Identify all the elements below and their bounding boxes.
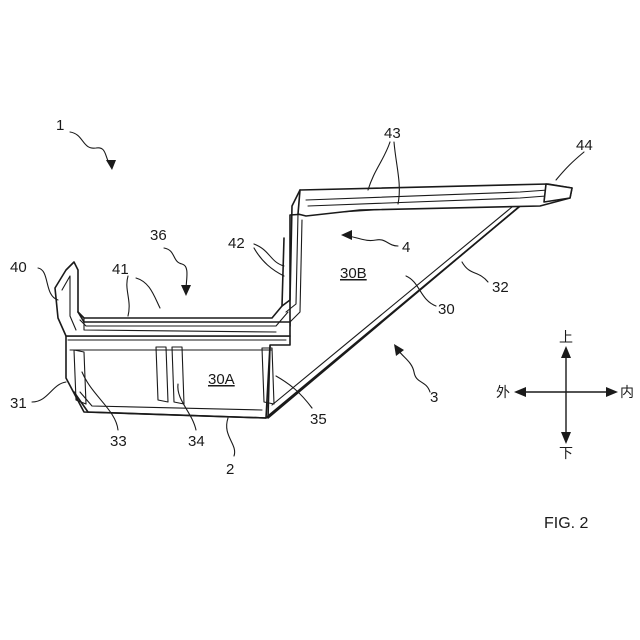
leader-2 xyxy=(227,418,235,456)
leader-36-arrowhead xyxy=(181,285,191,296)
label-30: 30 xyxy=(438,301,455,318)
label-36: 36 xyxy=(150,227,167,244)
direction-indicator: 上 下 外 内 xyxy=(496,330,634,462)
label-4: 4 xyxy=(402,239,410,256)
label-43: 43 xyxy=(384,125,401,142)
leader-1 xyxy=(70,132,112,166)
label-1: 1 xyxy=(56,117,64,134)
leader-36 xyxy=(164,248,187,290)
label-34: 34 xyxy=(188,433,205,450)
label-31: 31 xyxy=(10,395,27,412)
leader-44 xyxy=(556,152,584,180)
leader-41-a xyxy=(127,276,129,316)
arrow-right-icon xyxy=(606,387,618,397)
label-40: 40 xyxy=(10,259,27,276)
label-30b: 30B xyxy=(340,265,367,282)
label-35: 35 xyxy=(310,411,327,428)
leader-3 xyxy=(398,350,430,392)
leader-31 xyxy=(32,382,66,402)
figure-title: FIG. 2 xyxy=(544,515,589,532)
leader-1-arrowhead xyxy=(106,160,116,170)
label-32: 32 xyxy=(492,279,509,296)
label-44: 44 xyxy=(576,137,593,154)
label-3: 3 xyxy=(430,389,438,406)
direction-down-label: 下 xyxy=(559,446,573,462)
label-30a: 30A xyxy=(208,371,235,388)
arrow-down-icon xyxy=(561,432,571,444)
direction-inner-label: 内 xyxy=(620,385,634,401)
label-33: 33 xyxy=(110,433,127,450)
leader-42-b xyxy=(254,248,284,276)
label-42: 42 xyxy=(228,235,245,252)
direction-outer-label: 外 xyxy=(496,385,510,401)
direction-up-label: 上 xyxy=(559,330,573,346)
label-41: 41 xyxy=(112,261,129,278)
tray-36-rim xyxy=(78,238,284,318)
arrow-up-icon xyxy=(561,346,571,358)
leader-43-a xyxy=(368,142,390,190)
leader-41-b xyxy=(136,278,160,308)
leader-32 xyxy=(462,262,488,282)
arrow-left-icon xyxy=(514,387,526,397)
leader-3-arrowhead xyxy=(394,344,404,356)
label-2: 2 xyxy=(226,461,234,478)
flange-40 xyxy=(55,262,290,336)
bracket-body xyxy=(55,184,572,418)
